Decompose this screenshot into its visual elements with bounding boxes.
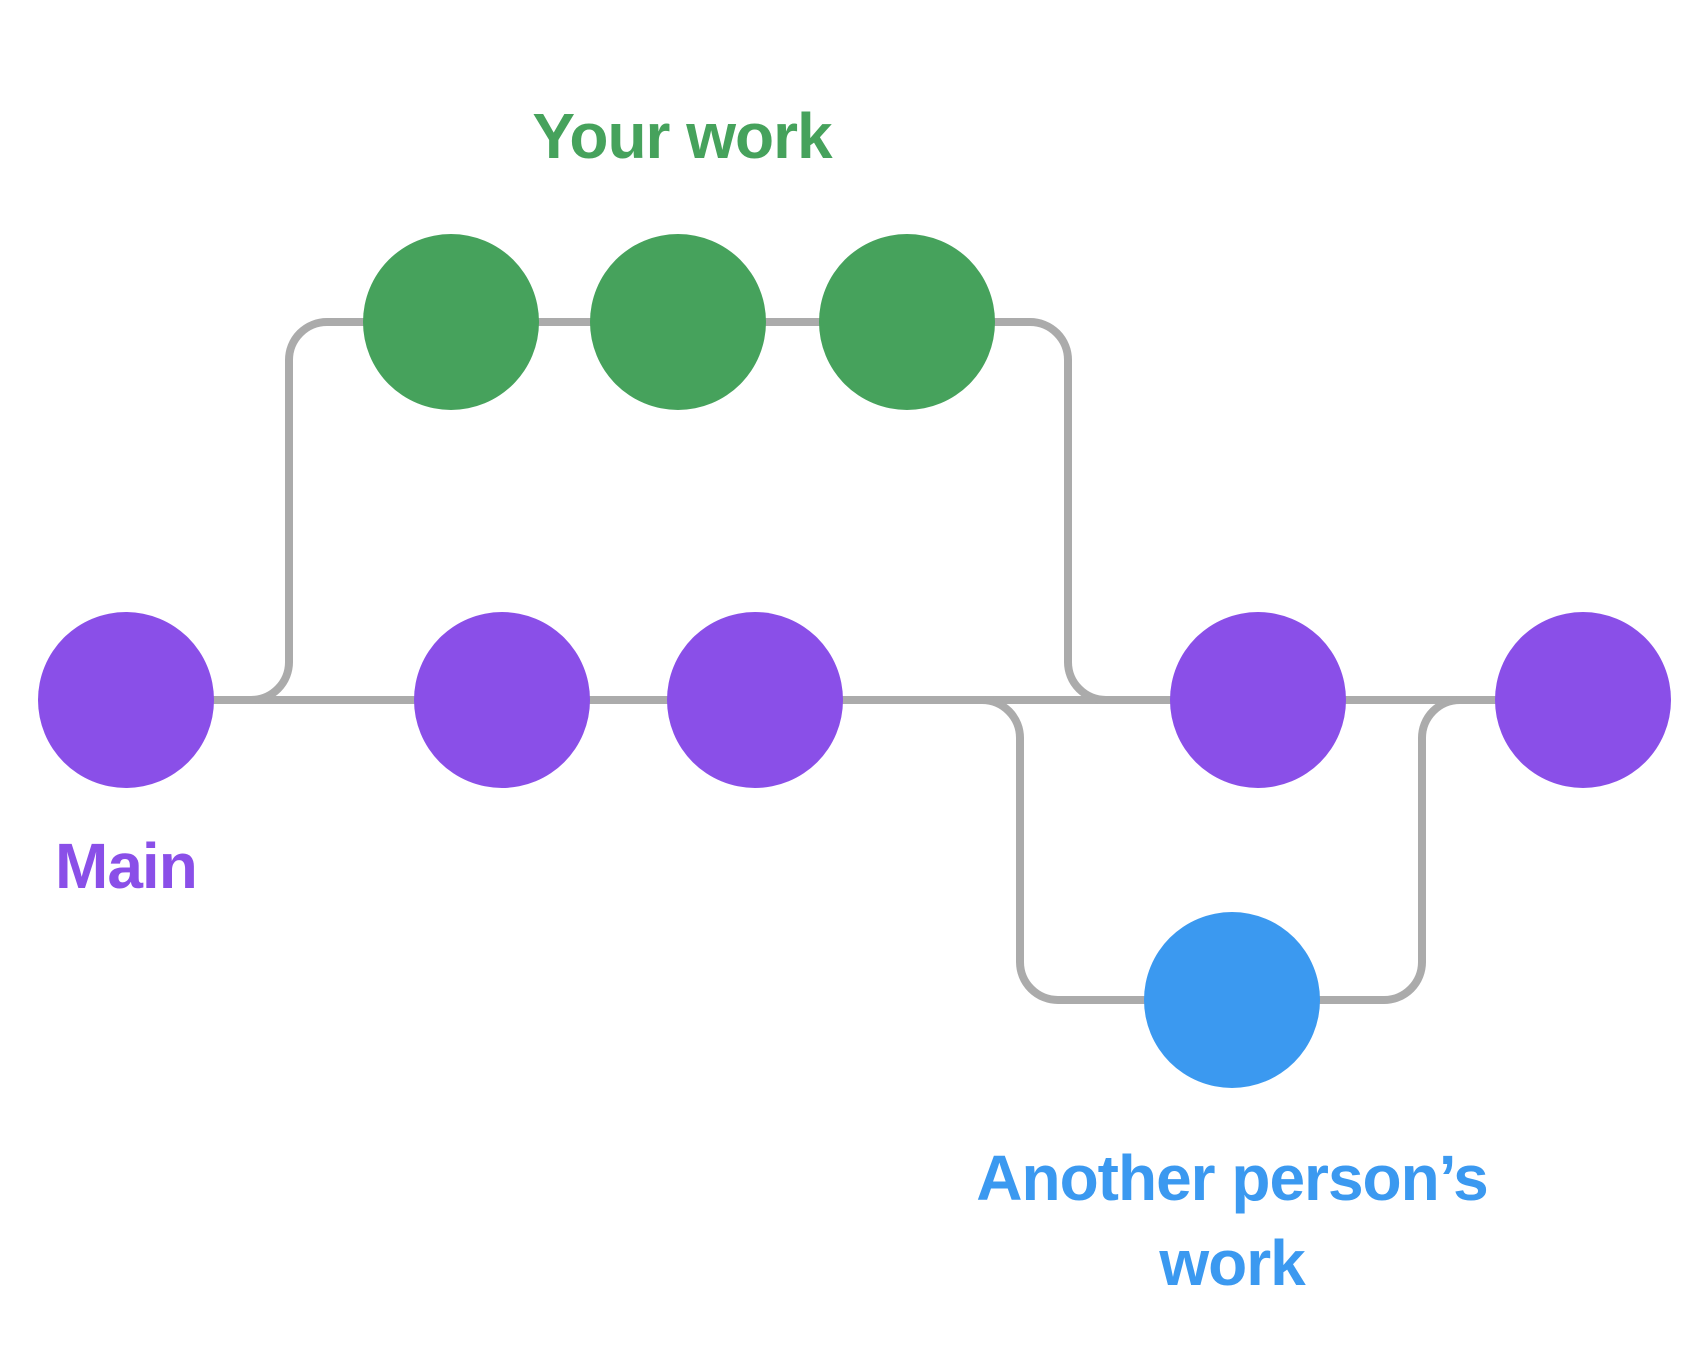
commit-your-work-1 xyxy=(363,234,539,410)
another-person-label-line2: work xyxy=(1158,1227,1306,1299)
commit-another-person-1 xyxy=(1144,912,1320,1088)
commit-main-3 xyxy=(667,612,843,788)
another-person-label-line1: Another person’s xyxy=(976,1142,1487,1214)
commit-your-work-2 xyxy=(590,234,766,410)
main-label: Main xyxy=(55,830,197,902)
your-work-label: Your work xyxy=(532,100,833,172)
commit-main-2 xyxy=(414,612,590,788)
commit-main-1 xyxy=(38,612,214,788)
commit-main-4 xyxy=(1170,612,1346,788)
commit-main-5 xyxy=(1495,612,1671,788)
commit-your-work-3 xyxy=(819,234,995,410)
